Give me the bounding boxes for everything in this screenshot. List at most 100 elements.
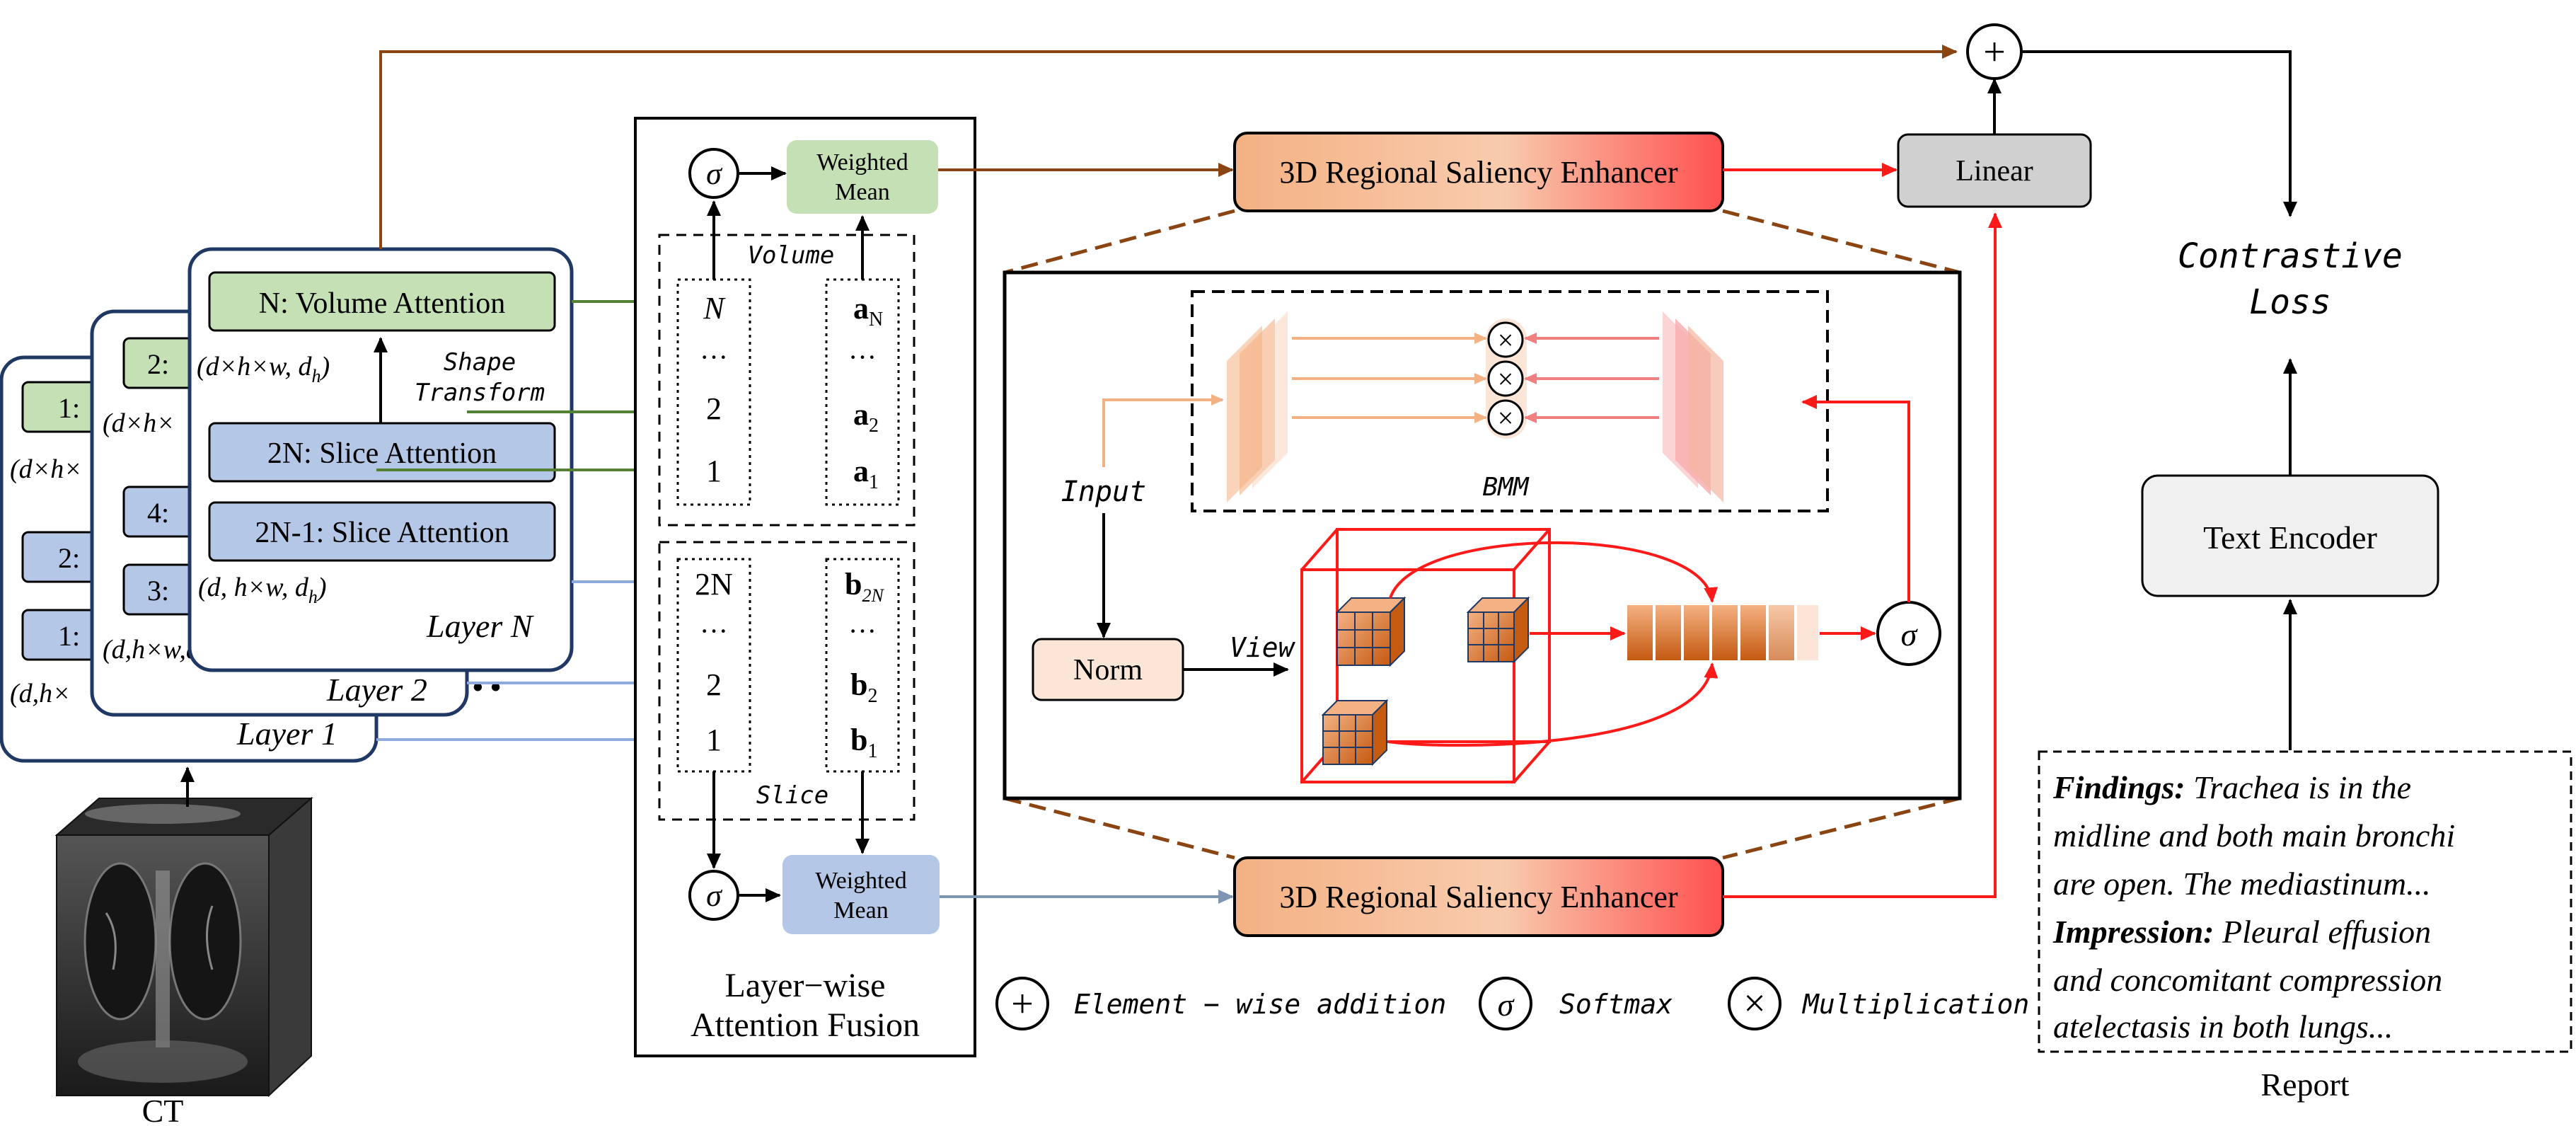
ct-label: CT: [142, 1093, 184, 1126]
enhancer-bottom-label: 3D Regional Saliency Enhancer: [1279, 880, 1678, 914]
slice-attention-2n-1-block: [208, 501, 556, 562]
layer-1-volume-label: 1:: [58, 392, 80, 424]
layer-1-slice-label-top: 2:: [58, 542, 80, 574]
layer-n-shape-volume-sub: h: [311, 366, 320, 386]
layer-n-card: N: Volume Attention (d×h×w, dh) Shape Tr…: [187, 247, 574, 672]
report-line-1: Findings: Trachea is in the: [2052, 769, 2411, 805]
layer-n-shape-slice-sub: h: [308, 587, 318, 607]
svg-text:×: ×: [1498, 402, 1514, 434]
multiply-node-1: ×: [1487, 321, 1524, 358]
report-line-6: atelectasis in both lungs...: [2053, 1009, 2393, 1045]
layer-dots: • •: [473, 672, 501, 704]
cube-bottom-to-bar-arrow: [1387, 662, 1719, 747]
right-feature-maps: [1663, 311, 1723, 502]
plus-symbol: +: [1983, 30, 2006, 74]
input-to-feature-maps-arrow: [1102, 394, 1224, 467]
sub-cube-1: [1335, 596, 1407, 667]
legend-plus-icon: [995, 977, 1049, 1030]
slice-vector-dots: ···: [848, 615, 877, 647]
multiply-node-2: ×: [1487, 360, 1524, 397]
legend-sigma-icon: [1479, 977, 1532, 1030]
text-encoder-block: [2141, 474, 2439, 597]
slice-weighted-mean-l1: Weighted: [815, 868, 906, 894]
contrastive-loss-line1: Contrastive: [2178, 236, 2403, 276]
detail-softmax-symbol: σ: [1901, 616, 1919, 653]
view-label: View: [1230, 632, 1296, 663]
ct-volume: [54, 796, 313, 1098]
residual-arrow: [379, 45, 1958, 249]
layer-1-shape-volume: (d×h×: [10, 454, 82, 484]
slice-softmax-symbol: σ: [706, 878, 723, 913]
slice-attention-2n-block: [208, 422, 556, 483]
volume-vector-dots: ···: [848, 341, 877, 373]
volume-index-2: 2: [706, 391, 722, 426]
layer-1-slice-label-bottom: 1:: [58, 620, 80, 652]
token-bar: [1627, 605, 1818, 660]
layer-n-shape-slice: (d, h×w, dh): [198, 573, 326, 607]
shape-transform-line2: Transform: [415, 379, 545, 407]
cube-top-to-bar-arrow: [1389, 541, 1719, 603]
slice-group-label: Slice: [756, 781, 828, 810]
legend-times-text: Multiplication: [1801, 989, 2029, 1020]
enhancer-detail-panel: [1003, 270, 1962, 800]
slice-attention-2n-1-label: 2N-1: Slice Attention: [255, 517, 509, 549]
volume-index-dots: ···: [700, 341, 728, 373]
layer-n-shape-volume-main: (d×h×w, d: [197, 352, 312, 381]
report-line-4: Impression: Pleural effusion: [2052, 914, 2431, 950]
layer-2-slice-label-bottom: 3:: [147, 575, 169, 607]
plus-to-loss-arrow: [2021, 50, 2297, 217]
report-line-3: are open. The mediastinum...: [2053, 866, 2431, 902]
volume-weighted-mean-block: [787, 140, 938, 214]
left-feature-maps: [1227, 311, 1288, 502]
layer-n-shape-slice-main: (d, h×w, d: [198, 573, 309, 602]
layer-2-shape-volume: (d×h×: [103, 408, 175, 438]
layer-n-shape-volume: (d×h×w, dh): [197, 352, 330, 386]
slice-vector-2: b2: [850, 667, 877, 707]
enhancer-top-block: [1233, 132, 1724, 212]
layer-2-title: Layer 2: [326, 672, 427, 708]
volume-index-n: N: [703, 291, 726, 326]
volume-vector-2: a2: [853, 397, 879, 437]
volume-attention-label: N: Volume Attention: [259, 287, 505, 320]
report-box: [2038, 750, 2572, 1053]
slice-index-1: 1: [706, 723, 722, 757]
sub-cube-2: [1466, 596, 1530, 664]
slice-index-2n: 2N: [695, 567, 733, 602]
layer-2-shape-slice: (d,h×w,d: [103, 635, 200, 665]
sub-cube-3: [1321, 699, 1389, 766]
slice-weighted-mean-block: [782, 855, 940, 934]
report-line-2: midline and both main bronchi: [2053, 817, 2455, 854]
volume-softmax-symbol: σ: [706, 156, 723, 191]
legend-times-symbol: ×: [1743, 982, 1766, 1026]
slice-index-2: 2: [706, 667, 722, 702]
zoom-line-top-right: [1722, 209, 1960, 275]
layer-2-slice-label-top: 4:: [147, 497, 169, 529]
legend-sigma-text: Softmax: [1559, 989, 1673, 1020]
volume-group: [658, 234, 916, 527]
layer-1-title: Layer 1: [236, 716, 337, 752]
slice-attention-2n-label: 2N: Slice Attention: [267, 437, 497, 470]
fusion-title-line1: Layer−wise: [725, 967, 886, 1004]
slice-weighted-mean-l2: Mean: [833, 897, 888, 924]
volume-vector-n: aN: [853, 291, 883, 331]
volume-attention-block: [208, 271, 556, 332]
zoom-line-top-left: [1004, 209, 1235, 275]
report-line-5: and concomitant compression: [2053, 962, 2442, 998]
multiply-node-3: ×: [1487, 399, 1524, 436]
svg-text:×: ×: [1498, 324, 1514, 356]
legend-times-icon: [1728, 977, 1781, 1030]
volume-index-1: 1: [706, 454, 722, 488]
slice-group: [658, 541, 916, 821]
volume-weighted-mean-l2: Mean: [835, 179, 889, 205]
contrastive-loss-line2: Loss: [2249, 282, 2331, 322]
report-label: Report: [2260, 1067, 2349, 1103]
volume-weighted-mean-l1: Weighted: [816, 149, 908, 176]
text-encoder-label: Text Encoder: [2203, 519, 2377, 556]
input-label: Input: [1061, 476, 1146, 508]
legend-plus-symbol: +: [1011, 982, 1034, 1026]
legend: + Element − wise addition σ Softmax × Mu…: [995, 977, 2029, 1030]
norm-label: Norm: [1073, 654, 1143, 686]
shape-transform-line1: Shape: [444, 348, 516, 377]
slice-vector-1: b1: [850, 723, 877, 762]
